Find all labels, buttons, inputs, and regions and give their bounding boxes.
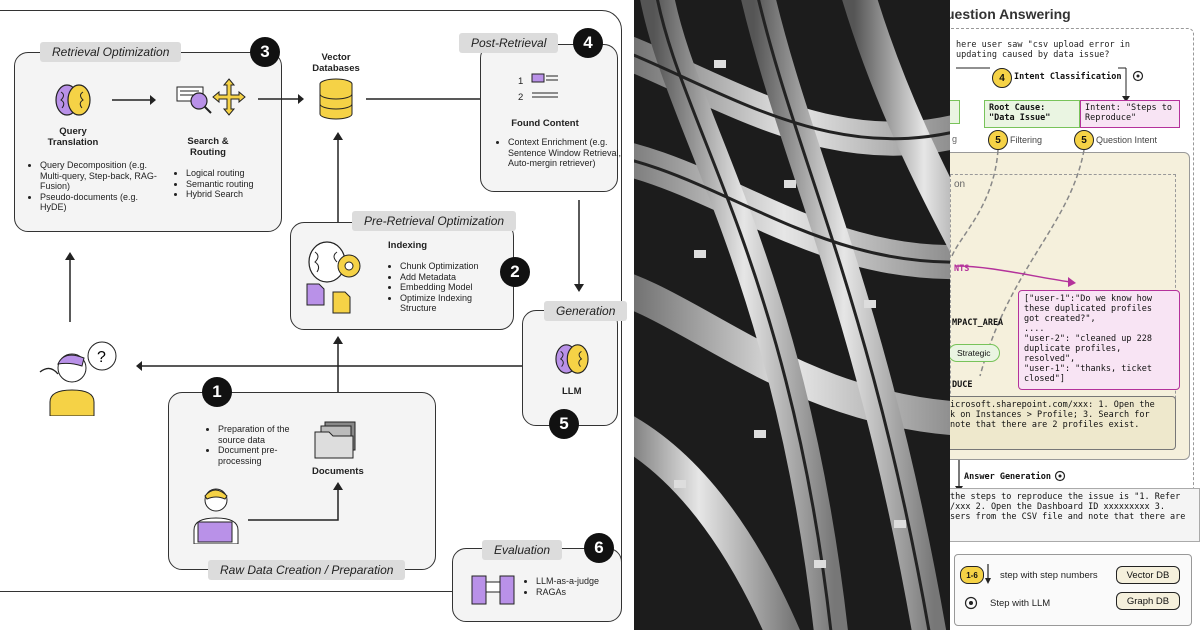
sharepoint-box: icrosoft.sharepoint.com/xxx: 1. Open the…: [950, 396, 1176, 450]
step-4-badge: 4: [573, 28, 603, 58]
step-3-badge: 3: [250, 37, 280, 67]
step-5-badge: 5: [549, 409, 579, 439]
arrow-down-icon: [574, 200, 584, 292]
thinking-person-icon: ?: [39, 341, 117, 416]
legend-step-label: step with step numbers: [1000, 570, 1098, 581]
vector-databases-label: Vector Databases: [312, 52, 360, 74]
post-retrieval-tag: Post-Retrieval: [459, 33, 559, 53]
indexing-list: Chunk Optimization Add Metadata Embeddin…: [390, 261, 500, 314]
person-laptop-icon: [193, 488, 239, 544]
list-item: LLM-as-a-judge: [536, 576, 626, 587]
list-item: Semantic routing: [186, 179, 286, 190]
post-retrieval-list: Context Enrichment (e.g. Sentence Window…: [498, 137, 623, 169]
architecture-photo: [634, 0, 950, 630]
arrow-up-icon: [65, 252, 75, 322]
nts-label: NTS: [954, 264, 970, 274]
indexing-title: Indexing: [388, 240, 428, 251]
list-item: Chunk Optimization: [400, 261, 500, 272]
cut-box: [950, 100, 960, 124]
pre-retrieval-tag: Pre-Retrieval Optimization: [352, 211, 517, 231]
answer-text-box: the steps to reproduce the issue is "1. …: [950, 488, 1200, 542]
step-2-badge: 2: [500, 257, 530, 287]
generation-tag: Generation: [544, 301, 628, 321]
svg-text:?: ?: [97, 349, 106, 366]
step-1-badge: 1: [202, 377, 232, 407]
question-answering-panel: uestion Answering here user saw "csv upl…: [950, 0, 1200, 630]
search-routing-list: Logical routing Semantic routing Hybrid …: [176, 168, 286, 200]
retrieval-optimization-box: [14, 52, 282, 232]
chat-messages-box: ["user-1":"Do we know how these duplicat…: [1018, 290, 1180, 390]
folder-icon: [314, 421, 356, 459]
doc-number: 2: [518, 92, 524, 103]
raw-data-list: Preparation of the source data Document …: [208, 424, 308, 466]
brain-gear-icon: [306, 241, 361, 314]
filtering-label: Filtering: [1010, 135, 1043, 145]
rag-diagram-panel: Retrieval Optimization 3 Query Translati…: [0, 0, 634, 630]
list-item: Context Enrichment (e.g. Sentence Window…: [508, 137, 623, 169]
llm-icon: [964, 596, 978, 610]
evaluation-tag: Evaluation: [482, 540, 563, 560]
binoculars-icon: [471, 575, 515, 605]
evaluation-list: LLM-as-a-judge RAGAs: [526, 576, 626, 597]
cut-label-g: g: [952, 134, 958, 144]
legend-vector-db: Vector DB: [1116, 566, 1180, 584]
intent-classification-label: Intent Classification: [1014, 72, 1122, 82]
list-item: Preparation of the source data: [218, 424, 308, 445]
connector-lines: [956, 67, 1130, 102]
connector-arrow: [248, 482, 343, 521]
curved-beams-image: [634, 0, 950, 630]
retrieval-optimization-tag: Retrieval Optimization: [40, 42, 182, 62]
list-item: Document pre-processing: [218, 445, 308, 466]
impact-area-label: MPACT_AREA: [952, 318, 1004, 328]
step-6-badge: 6: [584, 533, 614, 563]
llm-label: LLM: [562, 386, 582, 397]
search-routing-title: Search & Routing: [187, 136, 229, 158]
list-item: Query Decomposition (e.g. Multi-query, S…: [40, 160, 160, 192]
list-item: Optimize Indexing Structure: [400, 293, 500, 314]
arrow-up-icon: [333, 132, 343, 228]
document-list-icon: [531, 73, 558, 98]
database-icon: [319, 78, 353, 120]
answer-generation-label: Answer Generation: [964, 472, 1051, 482]
list-item: RAGAs: [536, 587, 626, 598]
legend-graph-db: Graph DB: [1116, 592, 1180, 610]
arrow-left-icon: [136, 361, 522, 371]
question-intent-label: Question Intent: [1096, 135, 1158, 145]
intent-box: Intent: "Steps to Reproduce": [1080, 100, 1180, 128]
list-item: Embedding Model: [400, 282, 500, 293]
list-item: Add Metadata: [400, 272, 500, 283]
legend-step-badge: 1-6: [960, 566, 984, 584]
filter-step-badge: 5: [988, 130, 1008, 150]
cut-label-on: on: [954, 179, 966, 190]
strategic-tag: Strategic: [950, 344, 1000, 362]
found-content-title: Found Content: [511, 118, 579, 129]
legend-llm-label: Step with LLM: [990, 598, 1051, 609]
question-intent-step-badge: 5: [1074, 130, 1094, 150]
duce-label: DUCE: [952, 380, 973, 390]
llm-icon: [1132, 70, 1144, 82]
arrow-down-icon: [985, 564, 991, 584]
root-cause-box: Root Cause: "Data Issue": [984, 100, 1080, 128]
llm-icon: [1054, 470, 1066, 482]
qa-title: uestion Answering: [950, 6, 1071, 22]
dashed-connectors: [951, 149, 1085, 377]
raw-data-tag: Raw Data Creation / Preparation: [208, 560, 406, 580]
brain-icon: [55, 84, 91, 116]
query-translation-title: Query Translation: [47, 126, 99, 148]
query-translation-list: Query Decomposition (e.g. Multi-query, S…: [30, 160, 160, 213]
list-item: Pseudo-documents (e.g. HyDE): [40, 192, 160, 213]
user-question: here user saw "csv upload error in updat…: [956, 40, 1130, 60]
documents-label: Documents: [312, 466, 364, 477]
doc-number: 1: [518, 76, 524, 87]
arrow-right-icon: [112, 95, 156, 105]
arrow-right-icon: [258, 94, 304, 104]
intent-step-badge: 4: [992, 68, 1012, 88]
brain-icon: [555, 344, 589, 374]
arrow-right-icon: [366, 94, 494, 104]
list-item: Hybrid Search: [186, 189, 286, 200]
list-item: Logical routing: [186, 168, 286, 179]
search-routing-icon: [176, 78, 246, 116]
